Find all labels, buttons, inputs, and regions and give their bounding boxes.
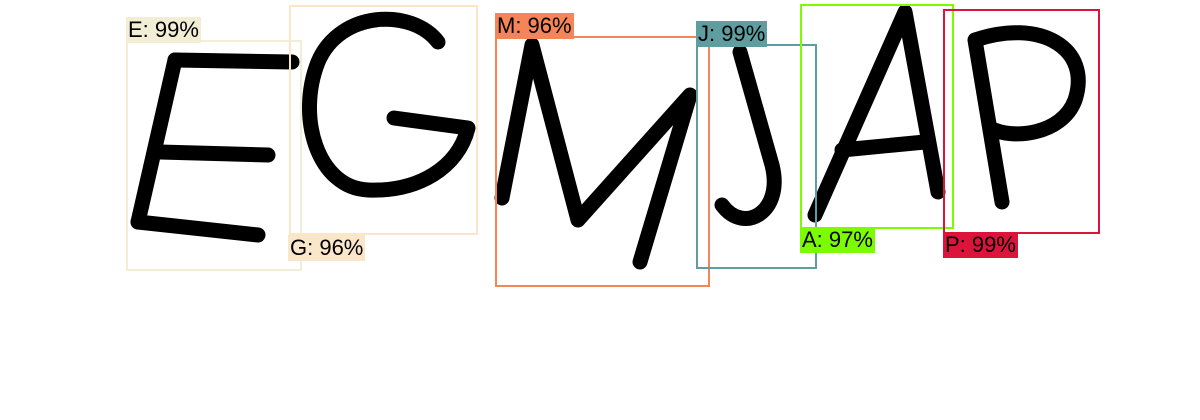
letter-j-glyph [714,44,782,226]
detection-label-g: G: 96% [288,235,366,261]
detection-label-p: P: 99% [943,232,1018,258]
detection-label-j: J: 99% [696,21,768,47]
letter-e-glyph [130,52,300,243]
detection-box-j [696,44,817,269]
detection-box-e [126,40,302,271]
letter-m-glyph [494,37,698,270]
detection-box-a [800,4,954,229]
detection-box-g [289,5,478,235]
letter-p-glyph [967,25,1086,210]
detection-label-a: A: 97% [800,227,875,253]
detection-label-e: E: 99% [126,17,201,43]
detection-box-p [943,9,1100,234]
letter-g-glyph [302,11,476,198]
detection-box-m [495,36,710,287]
letter-a-glyph [807,4,946,223]
detection-label-m: M: 96% [495,13,574,39]
